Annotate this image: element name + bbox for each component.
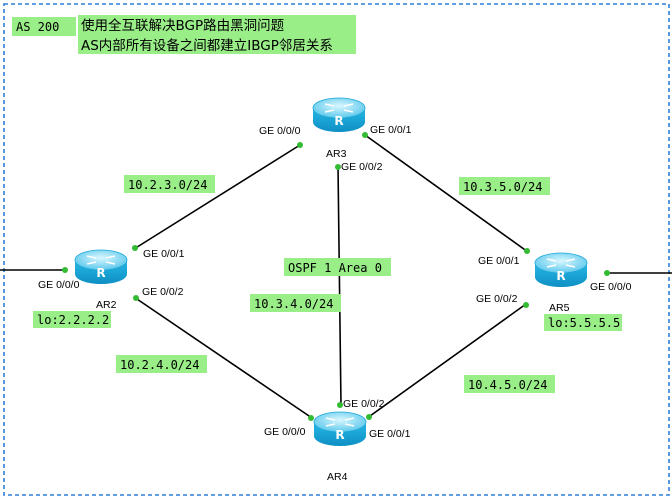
note-line-2: AS内部所有设备之间都建立IBGP邻居关系 (81, 37, 333, 54)
note-line-2-bg (78, 35, 356, 54)
ar3-name: AR3 (326, 148, 347, 160)
net-ar3-ar4-bg (250, 294, 341, 312)
port-dots (62, 132, 610, 421)
ar2-loopback: lo:2.2.2.2 (37, 313, 109, 327)
port-dot-ar3-g001 (362, 132, 368, 138)
ospf-label-bg (284, 258, 391, 276)
net-ar2-ar4: 10.2.4.0/24 (120, 358, 199, 372)
ar5-router-glyph: R (556, 269, 565, 283)
link-ar3-ar5 (364, 134, 529, 253)
ar2-name: AR2 (96, 299, 117, 311)
ar5-router-arrows (546, 258, 576, 268)
ar4-router-top (313, 411, 367, 433)
note-line-1: 使用全互联解决BGP路由黑洞问题 (81, 17, 284, 34)
ar4-router-icon[interactable]: R (313, 411, 367, 446)
ar4-g000-label: GE 0/0/0 (264, 426, 306, 438)
ar3-router-glyph: R (334, 114, 343, 128)
ar5-loopback: lo:5.5.5.5 (548, 316, 620, 330)
as-label-bg (12, 17, 76, 36)
ar4-g002-label: GE 0/0/2 (343, 398, 385, 410)
net-ar4-ar5-bg (464, 375, 555, 393)
ospf-label: OSPF 1 Area 0 (288, 261, 382, 275)
ar3-router-top (312, 97, 366, 119)
net-ar2-ar3: 10.2.3.0/24 (128, 178, 207, 192)
ar2-router-glyph: R (96, 266, 105, 280)
ar3-g000-label: GE 0/0/0 (259, 125, 301, 137)
ar5-g002-label: GE 0/0/2 (476, 293, 518, 305)
ar3-g001-label: GE 0/0/1 (370, 124, 412, 136)
port-dot-ar2-g000 (62, 267, 68, 273)
net-ar3-ar4: 10.3.4.0/24 (254, 297, 333, 311)
ar4-router-glyph: R (335, 428, 344, 442)
ar5-name: AR5 (549, 302, 570, 314)
link-ar4-ar5 (369, 303, 527, 417)
as-label: AS 200 (16, 20, 59, 34)
routers: R R R R (74, 97, 588, 446)
ar2-router-arrows (86, 255, 116, 265)
port-dot-ar2-g002 (133, 295, 139, 301)
port-dot-ar4-g000 (308, 415, 314, 421)
ar2-router-icon[interactable]: R (74, 249, 128, 284)
ar2-g002-label: GE 0/0/2 (142, 286, 184, 298)
ar2-router-top (74, 249, 128, 271)
ar2-loopback-bg (33, 311, 111, 328)
net-ar2-ar4-bg (116, 355, 207, 373)
port-dot-ar5-g001 (524, 248, 530, 254)
ar4-g001-label: GE 0/0/1 (369, 428, 411, 440)
net-ar2-ar3-bg (124, 175, 215, 193)
links (0, 134, 672, 419)
ar5-g001-label: GE 0/0/1 (478, 255, 520, 267)
ar3-router-arrows (324, 103, 354, 113)
link-ar2-ar3 (133, 144, 301, 250)
port-dot-ar4-g002 (337, 402, 343, 408)
ar3-router-icon[interactable]: R (312, 97, 366, 132)
note-line-1-bg (78, 15, 356, 35)
ar5-loopback-bg (544, 314, 622, 331)
ar3-g002-label: GE 0/0/2 (341, 161, 383, 173)
port-dot-ar2-g001 (132, 245, 138, 251)
ar5-g000-label: GE 0/0/0 (590, 281, 632, 293)
ar5-router-icon[interactable]: R (534, 252, 588, 287)
ar5-router-top (534, 252, 588, 274)
port-dot-ar4-g001 (366, 414, 372, 420)
net-ar4-ar5: 10.4.5.0/24 (468, 378, 547, 392)
port-dot-ar3-g002 (335, 164, 341, 170)
link-ar2-ar4 (133, 296, 313, 419)
port-dot-ar3-g000 (297, 142, 303, 148)
net-ar3-ar5: 10.3.5.0/24 (463, 180, 542, 194)
ar2-g001-label: GE 0/0/1 (143, 248, 185, 260)
port-dot-ar5-g000 (604, 270, 610, 276)
ar2-g000-label: GE 0/0/0 (38, 279, 80, 291)
port-dot-ar5-g002 (523, 302, 529, 308)
ar4-name: AR4 (327, 471, 348, 483)
link-ar3-ar4 (337, 165, 342, 407)
ar4-router-arrows (325, 417, 355, 427)
as-boundary (3, 3, 670, 496)
net-ar3-ar5-bg (459, 177, 550, 195)
